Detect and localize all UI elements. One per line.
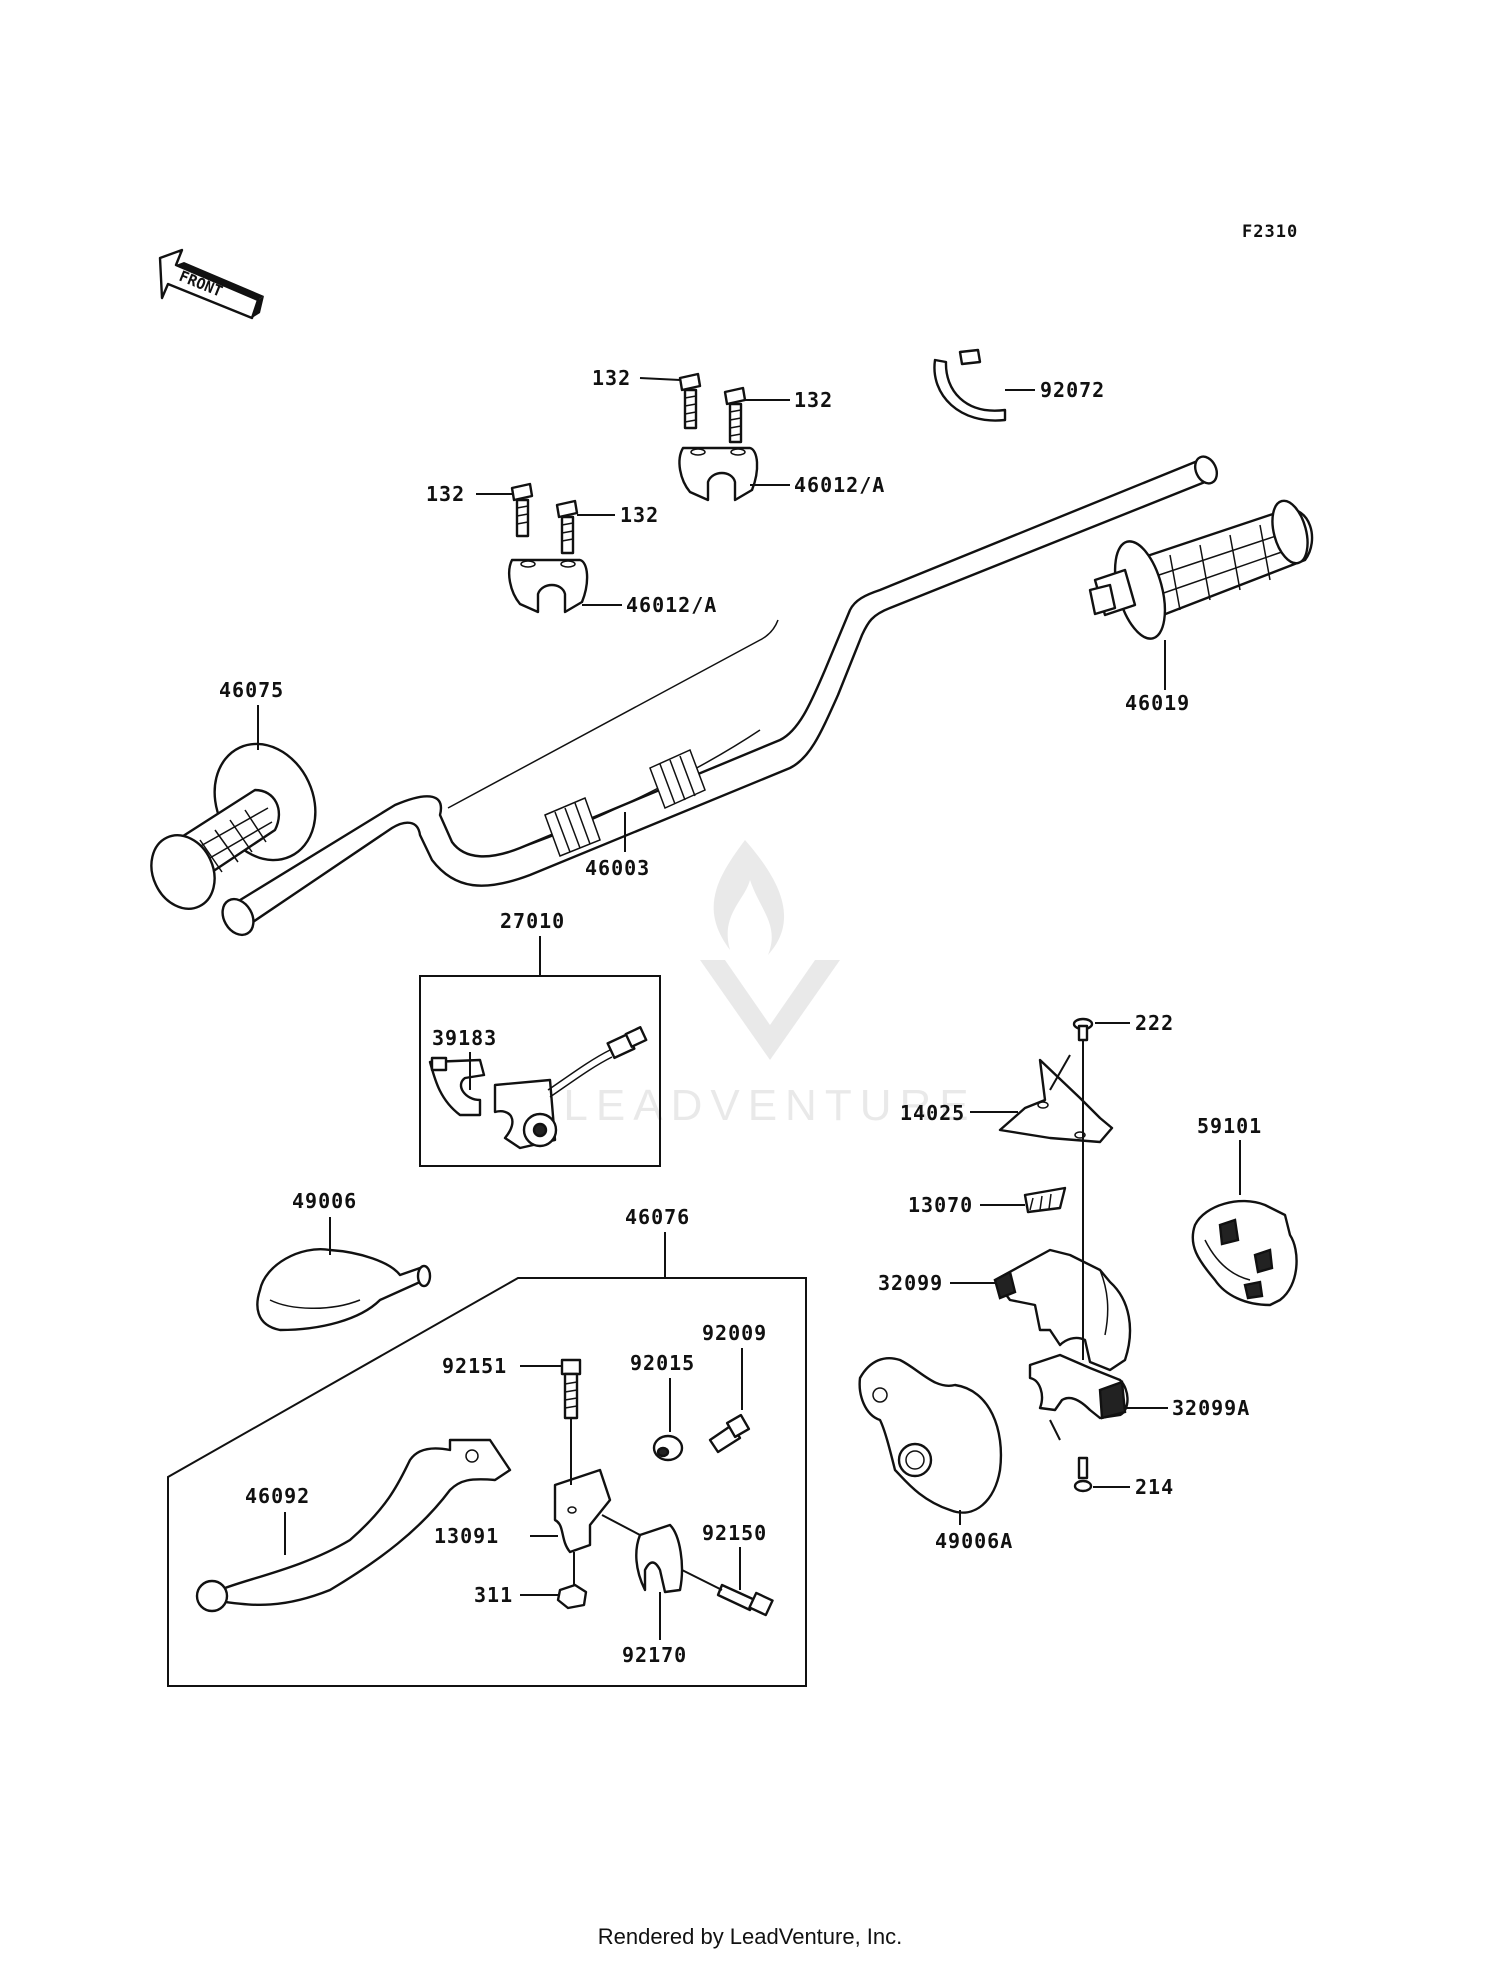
- label-46092: 46092: [245, 1484, 310, 1508]
- throttle-case-lower-32099A: [1028, 1353, 1129, 1420]
- right-grip: [1088, 499, 1314, 640]
- lever-cover-49006: [256, 1248, 432, 1332]
- label-92150: 92150: [702, 1521, 767, 1545]
- left-grip: [150, 742, 317, 910]
- footer-credit: Rendered by LeadVenture, Inc.: [597, 1924, 903, 1949]
- cable-band: [933, 348, 1007, 422]
- leader-lines: [257, 377, 1241, 1640]
- label-46076: 46076: [625, 1205, 690, 1229]
- label-27010: 27010: [500, 909, 565, 933]
- label-46012-a: 46012/A: [794, 473, 885, 497]
- label-13070: 13070: [908, 1193, 973, 1217]
- label-92170: 92170: [622, 1643, 687, 1667]
- label-32099: 32099: [878, 1271, 943, 1295]
- adjuster-92009: [708, 1413, 751, 1454]
- screw-222: [1072, 1017, 1094, 1042]
- label-92151: 92151: [442, 1354, 507, 1378]
- bolt-132-d: [555, 499, 579, 555]
- adjuster-nut-92015: [652, 1434, 684, 1462]
- bolt-92151: [560, 1358, 582, 1420]
- figure-id: F2310: [1242, 222, 1299, 242]
- handlebar-clamp-upper: [678, 446, 759, 502]
- throttle-case-32099: [993, 1248, 1132, 1372]
- label-14025: 14025: [900, 1101, 965, 1125]
- screw-214: [1073, 1456, 1093, 1493]
- label-222: 222: [1135, 1011, 1174, 1035]
- throttle-cover-14025: [998, 1058, 1114, 1144]
- engine-stop-switch: [493, 1026, 648, 1150]
- label-13091: 13091: [434, 1524, 499, 1548]
- label-46019: 46019: [1125, 691, 1190, 715]
- label-39183: 39183: [432, 1026, 497, 1050]
- label-92072: 92072: [1040, 378, 1105, 402]
- label-132: 132: [794, 388, 833, 412]
- throttle-body-59101: [1191, 1199, 1298, 1307]
- clutch-lever-46092: [195, 1438, 512, 1613]
- bolt-132-c: [510, 482, 534, 538]
- bolt-92150: [716, 1583, 774, 1617]
- label-132: 132: [426, 482, 465, 506]
- throttle-cover-49006A: [858, 1356, 1003, 1514]
- label-92009: 92009: [702, 1321, 767, 1345]
- label-46075: 46075: [219, 678, 284, 702]
- label-92015: 92015: [630, 1351, 695, 1375]
- label-49006a: 49006A: [935, 1529, 1013, 1553]
- label-132: 132: [620, 503, 659, 527]
- lever-holder-13091: [553, 1468, 612, 1554]
- label-49006: 49006: [292, 1189, 357, 1213]
- cable-guide-13070: [1023, 1186, 1067, 1214]
- label-32099a: 32099A: [1172, 1396, 1250, 1420]
- front-arrow-icon: FRONT: [158, 248, 264, 320]
- handlebar: [221, 455, 1219, 937]
- label-59101: 59101: [1197, 1114, 1262, 1138]
- watermark-logo: LEADVENTURE: [563, 840, 976, 1130]
- label-46003: 46003: [585, 856, 650, 880]
- holder-clamp-92170: [635, 1523, 684, 1594]
- label-214: 214: [1135, 1475, 1174, 1499]
- clutch-lever-box: [167, 1277, 807, 1687]
- nut-311: [556, 1583, 588, 1610]
- label-46012-a: 46012/A: [626, 593, 717, 617]
- label-132: 132: [592, 366, 631, 390]
- watermark-text: LEADVENTURE: [563, 1081, 976, 1130]
- handlebar-clamp-lower: [508, 558, 589, 614]
- part-labels: 132 132 132 132 92072 46012/A 46012/A 46…: [219, 366, 1262, 1667]
- switch-clamp-39183: [428, 1056, 486, 1117]
- bolt-132-a: [678, 372, 702, 430]
- bolt-132-b: [723, 386, 747, 444]
- label-311: 311: [474, 1583, 513, 1607]
